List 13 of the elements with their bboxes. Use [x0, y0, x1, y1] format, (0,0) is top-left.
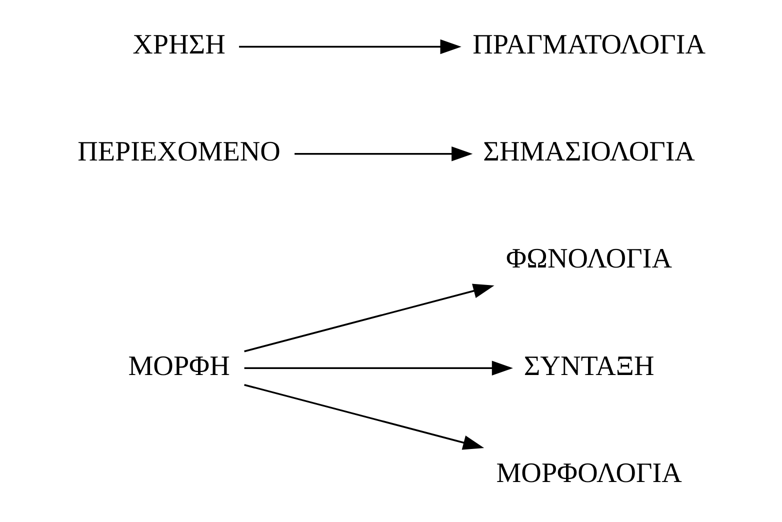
node-text: ΣΗΜΑΣΙΟΛΟΓΙΑ	[482, 136, 694, 168]
node-text: ΦΩΝΟΛΟΓΙΑ	[506, 244, 672, 275]
node-text: ΜΟΡΦΟΛΟΓΙΑ	[496, 458, 682, 489]
arrow	[244, 284, 494, 352]
node-text: ΣΥΝΤΑΞΗ	[523, 350, 654, 382]
node-text: ΠΡΑΓΜΑΤΟΛΟΓΙΑ	[472, 29, 706, 60]
arrow	[238, 39, 461, 54]
arrow	[244, 384, 484, 450]
arrow	[244, 360, 512, 376]
node-text: ΧΡΗΣΗ	[132, 29, 225, 60]
node-text: ΜΟΡΦΗ	[128, 350, 230, 382]
node-text: ΠΕΡΙΕΧΟΜΕΝΟ	[77, 136, 280, 168]
arrow	[294, 146, 472, 162]
